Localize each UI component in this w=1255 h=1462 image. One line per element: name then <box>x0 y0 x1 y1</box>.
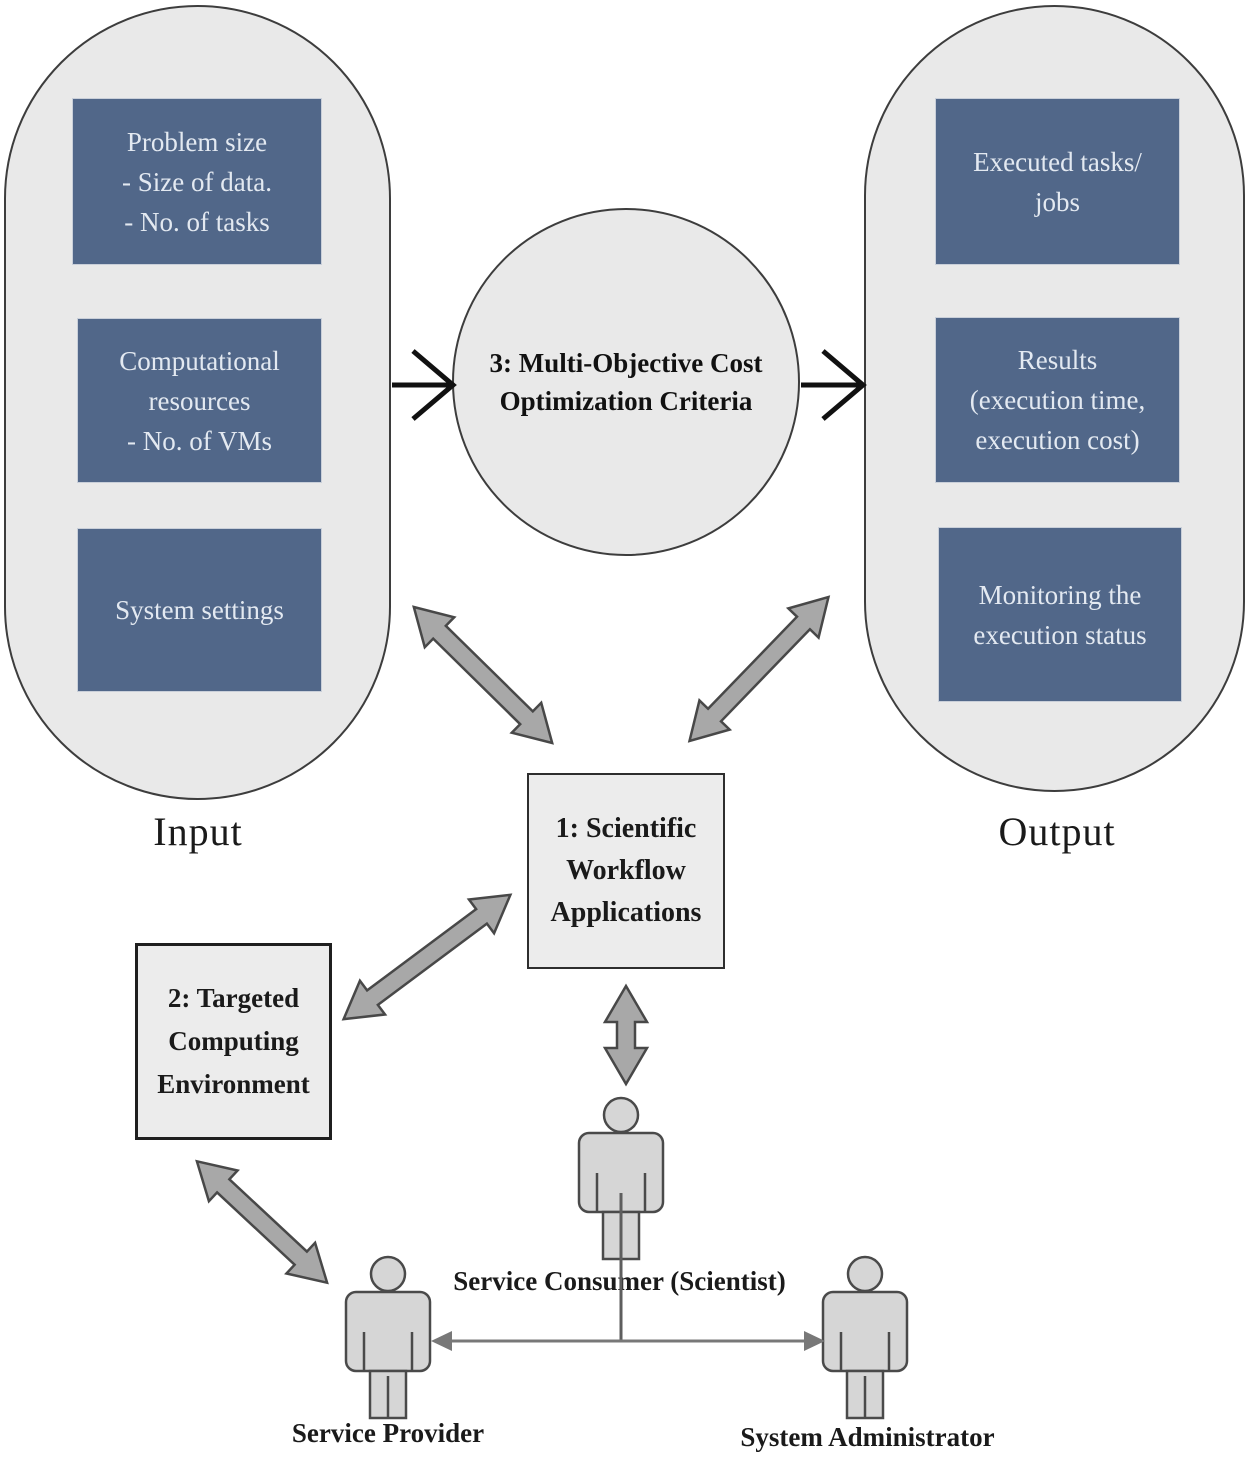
executed-tasks-box: Executed tasks/ jobs <box>935 98 1180 265</box>
targeted-computing-line: Environment <box>157 1069 310 1099</box>
optimization-criteria-line: Optimization Criteria <box>499 386 753 416</box>
service-provider-person-icon <box>344 1255 432 1420</box>
scientific-workflow-line: 1: Scientific <box>555 813 697 844</box>
targeted-computing-line: Computing <box>168 1026 299 1056</box>
connector-left-arrowhead-icon <box>431 1331 452 1351</box>
executed-tasks-line: Executed tasks/ <box>973 146 1142 177</box>
monitoring-line: Monitoring the <box>978 579 1142 610</box>
targeted-computing-box: 2: Targeted Computing Environment <box>135 943 332 1140</box>
results-line: Results <box>1017 345 1098 375</box>
input-to-optimization-arrow-icon <box>392 349 457 421</box>
service-provider-label: Service Provider <box>291 1418 485 1448</box>
optimization-criteria-line: 3: Multi-Objective Cost <box>489 348 763 378</box>
connector-right-arrowhead-icon <box>804 1331 825 1351</box>
targeted-computing-line: 2: Targeted <box>167 983 300 1013</box>
output-workflow-double-arrow-icon <box>687 595 831 743</box>
scientific-workflow-line: Workflow <box>566 855 686 886</box>
results-line: execution cost) <box>975 425 1140 455</box>
system-settings-line: System settings <box>115 595 284 625</box>
system-settings-box: System settings <box>77 528 322 692</box>
optimization-to-output-arrow-icon <box>801 349 867 421</box>
scientific-workflow-line: Applications <box>550 897 702 928</box>
monitoring-line: execution status <box>973 619 1147 650</box>
computational-resources-box: Computational resources - No. of VMs <box>77 318 322 483</box>
environment-workflow-double-arrow-icon <box>341 893 513 1021</box>
input-workflow-double-arrow-icon <box>412 605 554 745</box>
problem-size-line: - No. of tasks <box>124 206 270 237</box>
computational-resources-line: - No. of VMs <box>126 425 272 456</box>
input-label: Input <box>153 809 243 854</box>
computational-resources-line: resources <box>148 385 251 416</box>
workflow-consumer-double-arrow-icon <box>602 983 650 1087</box>
computational-resources-line: Computational <box>119 345 280 376</box>
problem-size-box: Problem size - Size of data. - No. of ta… <box>72 98 322 265</box>
problem-size-line: - Size of data. <box>122 166 272 197</box>
environment-provider-double-arrow-icon <box>195 1159 329 1285</box>
service-consumer-person-icon <box>577 1096 665 1261</box>
service-consumer-label: Service Consumer (Scientist) <box>453 1266 786 1296</box>
output-label: Output <box>998 809 1116 854</box>
monitoring-box: Monitoring the execution status <box>938 527 1182 702</box>
system-administrator-label: System Administrator <box>740 1422 995 1452</box>
optimization-criteria-circle: 3: Multi-Objective Cost Optimization Cri… <box>452 208 800 556</box>
problem-size-line: Problem size <box>126 126 268 157</box>
results-line: (execution time, <box>969 385 1146 415</box>
scientific-workflow-box: 1: Scientific Workflow Applications <box>527 773 725 969</box>
results-box: Results (execution time, execution cost) <box>935 317 1180 483</box>
system-administrator-person-icon <box>821 1255 909 1420</box>
executed-tasks-line: jobs <box>1034 186 1080 217</box>
